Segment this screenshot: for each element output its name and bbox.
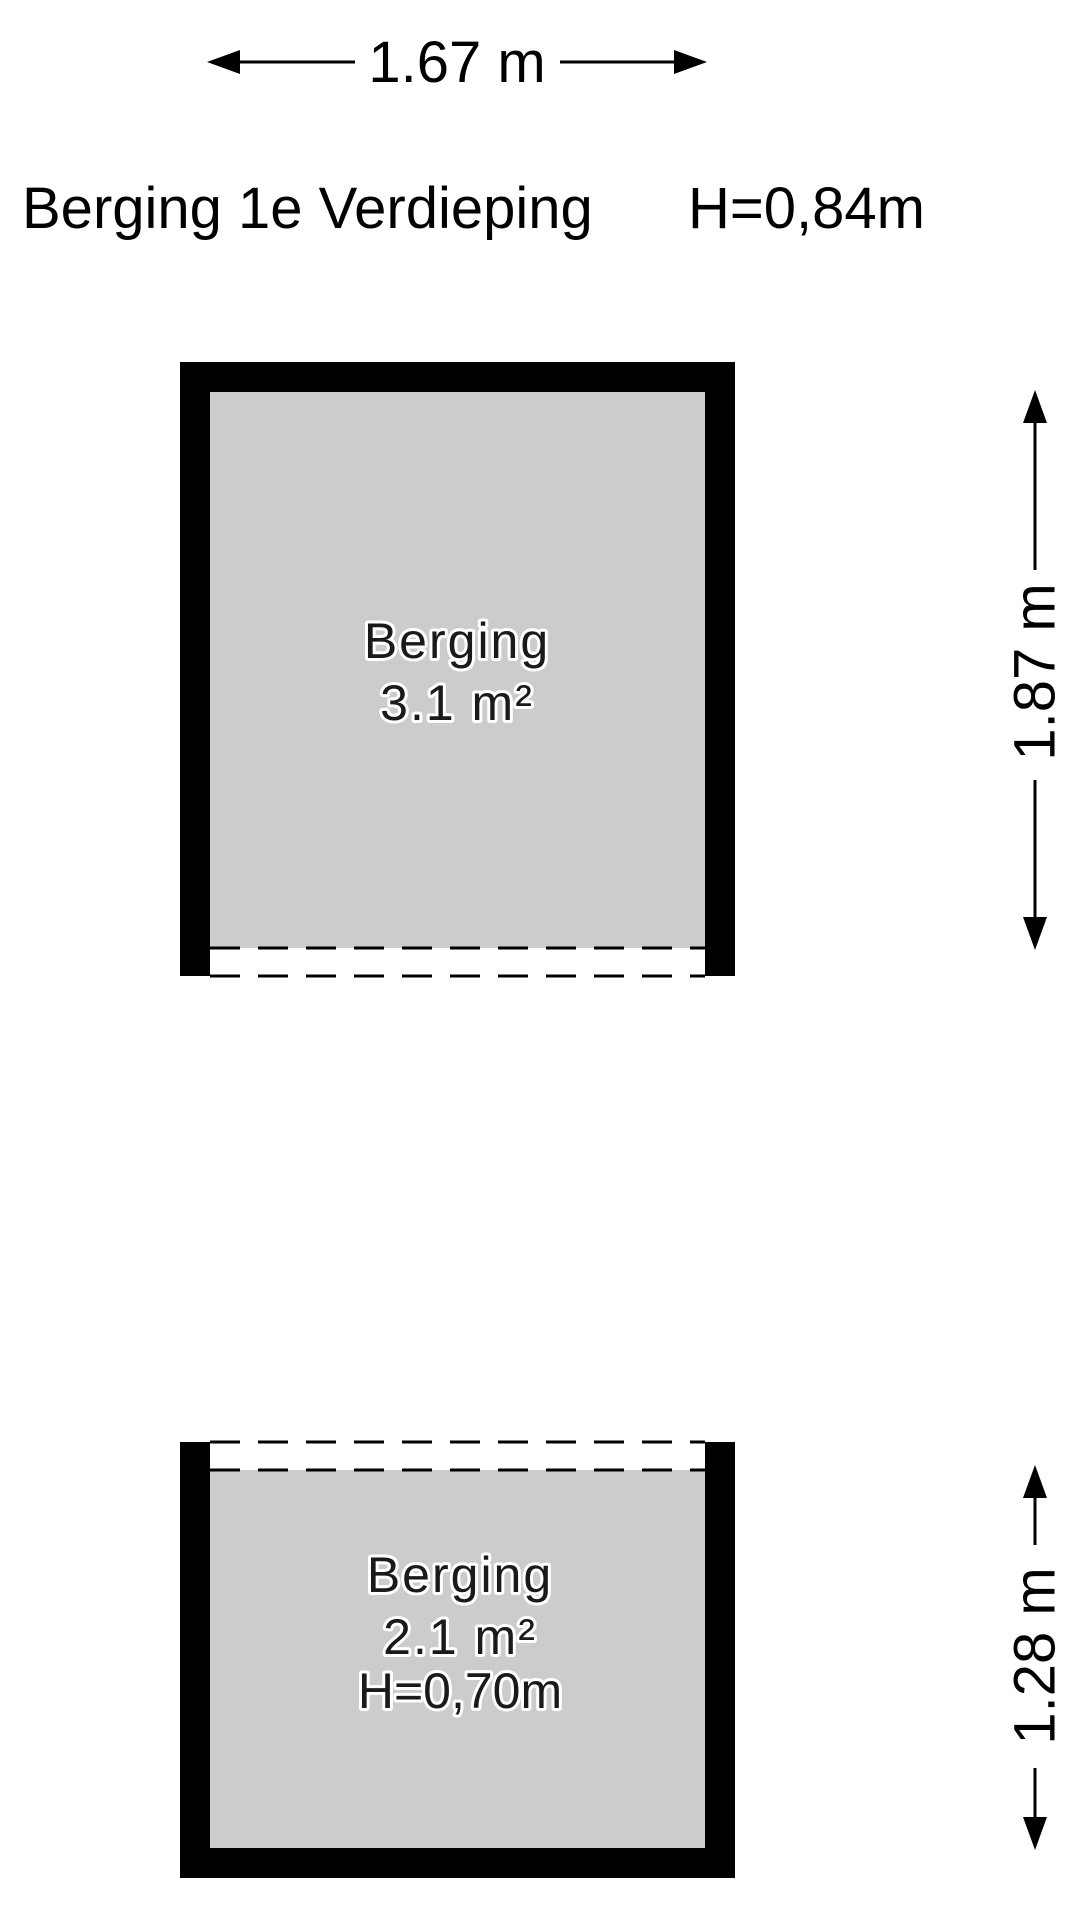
room-upper-floor — [180, 362, 708, 948]
room-lower-area: 2.1 m² — [383, 1609, 537, 1665]
floor-height: H=0,84m — [688, 176, 925, 241]
room-lower: Berging 2.1 m² H=0,70m — [180, 1440, 735, 1878]
room-upper-wall-right — [705, 362, 735, 976]
upper-height-label: 1.87 m — [1003, 583, 1068, 760]
width-arrow-right — [674, 50, 707, 74]
lower-height-arrow-top — [1023, 1465, 1047, 1498]
lower-height-label: 1.28 m — [1003, 1567, 1068, 1744]
width-dimension: 1.67 m — [207, 30, 707, 95]
upper-height-arrow-top — [1023, 390, 1047, 423]
lower-height-arrow-bottom — [1023, 1817, 1047, 1850]
floor-title: Berging 1e Verdieping — [22, 176, 593, 241]
room-upper-wall-top — [180, 362, 735, 392]
room-lower-name: Berging — [367, 1547, 553, 1603]
lower-height-dimension: 1.28 m — [1003, 1465, 1068, 1850]
room-lower-wall-bottom — [180, 1848, 735, 1878]
room-upper-name: Berging — [364, 613, 550, 669]
room-upper-wall-left — [180, 362, 210, 976]
upper-height-arrow-bottom — [1023, 917, 1047, 950]
width-arrow-left — [207, 50, 240, 74]
room-upper-area: 3.1 m² — [380, 675, 534, 731]
width-dimension-label: 1.67 m — [368, 30, 545, 95]
upper-height-dimension: 1.87 m — [1003, 390, 1068, 950]
room-lower-floor — [210, 1470, 705, 1848]
room-lower-wall-right — [705, 1442, 735, 1878]
room-lower-height: H=0,70m — [358, 1663, 562, 1719]
room-upper: Berging 3.1 m² — [180, 362, 735, 978]
room-lower-wall-left — [180, 1442, 210, 1878]
